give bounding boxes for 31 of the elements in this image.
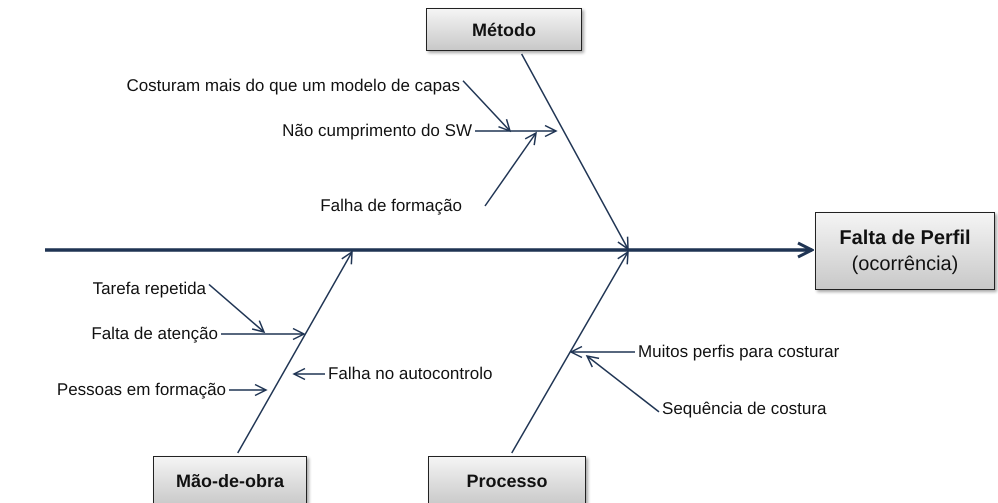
arrow xyxy=(229,384,267,396)
category-title: Método xyxy=(472,18,536,40)
arrow xyxy=(484,132,537,206)
cause-label: Costuram mais do que um modelo de capas xyxy=(126,75,460,97)
spine-arrow xyxy=(45,242,814,258)
category-box xyxy=(426,8,582,51)
arrow xyxy=(293,368,325,380)
arrow xyxy=(570,346,635,358)
category-box xyxy=(428,456,586,503)
arrow xyxy=(586,355,660,412)
arrow xyxy=(462,80,511,132)
arrow xyxy=(511,251,629,454)
arrow xyxy=(221,328,305,340)
cause-label: Tarefa repetida xyxy=(92,278,206,300)
cause-label: Falta de atenção xyxy=(91,323,218,345)
category-title: Mão-de-obra xyxy=(176,470,284,492)
effect-subtitle: (ocorrência) xyxy=(852,252,958,277)
cause-label: Sequência de costura xyxy=(662,398,826,420)
effect-title: Falta de Perfil xyxy=(839,226,971,251)
cause-label: Falha de formação xyxy=(320,195,462,217)
category-title: Processo xyxy=(466,470,548,492)
cause-label: Muitos perfis para costurar xyxy=(638,341,840,363)
cause-label: Pessoas em formação xyxy=(56,379,226,401)
effect-box xyxy=(815,212,995,290)
arrow xyxy=(208,284,265,333)
arrow xyxy=(520,54,629,250)
category-box xyxy=(153,456,307,503)
arrow xyxy=(475,124,557,138)
arrow xyxy=(237,251,353,454)
cause-label: Não cumprimento do SW xyxy=(282,120,472,142)
cause-label: Falha no autocontrolo xyxy=(328,363,492,385)
